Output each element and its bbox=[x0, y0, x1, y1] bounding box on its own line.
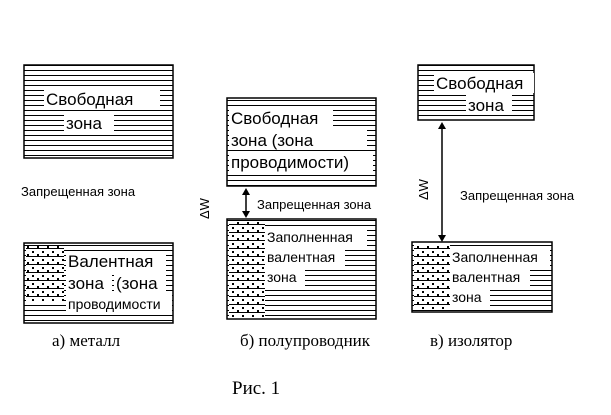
insulator-gap-arrow-head-down bbox=[438, 235, 446, 242]
semiconductor-free-zone-label-3: проводимости) bbox=[231, 153, 349, 172]
insulator-gap-symbol: ΔW bbox=[416, 178, 431, 200]
insulator-caption: в) изолятор bbox=[430, 331, 512, 350]
semiconductor-gap-symbol: ΔW bbox=[197, 197, 212, 219]
semiconductor-filled-label-2: валентная bbox=[267, 249, 335, 265]
semiconductor-gap-arrow-head-up bbox=[242, 188, 250, 195]
figure-label: Рис. 1 bbox=[232, 378, 280, 399]
insulator-filled-label-2: валентная bbox=[452, 269, 520, 285]
metal-valence-dots bbox=[26, 246, 64, 302]
metal-diagram: Свободная зона Запрещенная зона Валентна… bbox=[21, 64, 174, 350]
insulator-filled-dots bbox=[414, 245, 450, 310]
metal-free-zone-label-1: Свободная bbox=[46, 90, 133, 109]
insulator-forbidden-zone-label: Запрещенная зона bbox=[460, 188, 575, 203]
insulator-filled-label-1: Заполненная bbox=[452, 249, 538, 265]
metal-valence-label-4: проводимости bbox=[68, 296, 161, 312]
metal-valence-label-2: зона bbox=[68, 274, 104, 293]
insulator-free-zone-label-2: зона bbox=[468, 96, 504, 115]
insulator-diagram: Свободная зона ΔW Запрещенная зона Запол… bbox=[411, 64, 575, 350]
metal-valence-label-1: Валентная bbox=[68, 252, 153, 271]
metal-free-zone-label-2: зона bbox=[66, 114, 102, 133]
insulator-gap-arrow-head-up bbox=[438, 122, 446, 129]
semiconductor-forbidden-zone-label: Запрещенная зона bbox=[257, 197, 372, 212]
insulator-filled-label-3: зона bbox=[452, 289, 482, 305]
semiconductor-gap-arrow-head-down bbox=[242, 211, 250, 218]
metal-free-zone-box bbox=[23, 64, 174, 159]
semiconductor-caption: б) полупроводник bbox=[240, 331, 371, 350]
semiconductor-filled-dots bbox=[229, 222, 265, 317]
semiconductor-filled-label-1: Заполненная bbox=[267, 229, 353, 245]
semiconductor-filled-label-3: зона bbox=[267, 269, 297, 285]
metal-valence-label-3: (зона bbox=[116, 274, 158, 293]
semiconductor-free-zone-label-1: Свободная bbox=[231, 109, 318, 128]
semiconductor-diagram: Свободная зона (зона проводимости) ΔW За… bbox=[197, 97, 377, 350]
metal-forbidden-zone-label: Запрещенная зона bbox=[21, 184, 136, 199]
insulator-free-zone-label-1: Свободная bbox=[436, 74, 523, 93]
semiconductor-free-zone-label-2: зона (зона bbox=[231, 131, 314, 150]
metal-caption: а) металл bbox=[52, 331, 121, 350]
